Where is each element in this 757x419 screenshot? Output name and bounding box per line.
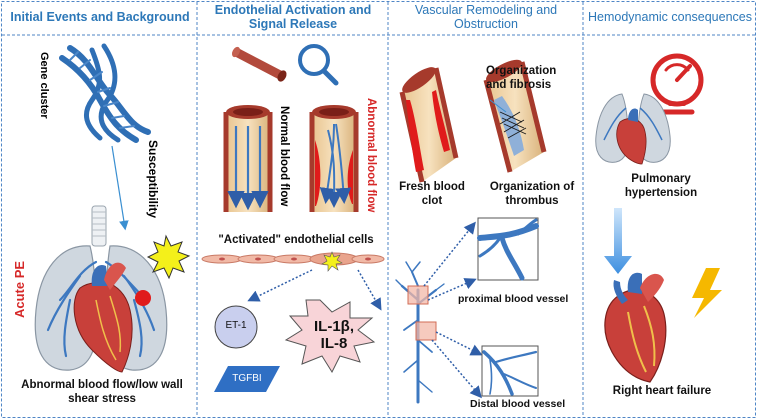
failing-heart-icon bbox=[604, 272, 667, 383]
interleukin-burst bbox=[284, 299, 376, 374]
trachea-icon bbox=[91, 205, 107, 247]
header-vascular-line1: Vascular Remodeling and bbox=[414, 3, 558, 17]
activation-burst-icon bbox=[321, 251, 343, 272]
vessel-fresh-clot bbox=[399, 67, 459, 183]
magnifier-icon bbox=[298, 44, 339, 86]
distal-vessel-label: Distal blood vessel bbox=[470, 398, 566, 410]
header-vascular-remodeling: Vascular Remodeling and Obstruction bbox=[389, 3, 583, 31]
lightning-icon bbox=[692, 268, 722, 318]
tgfbi-marker bbox=[214, 366, 280, 392]
et1-label: ET-1 bbox=[225, 320, 247, 331]
interleukin-line2: IL-8 bbox=[320, 335, 348, 352]
distal-highlight bbox=[415, 321, 437, 341]
col1-caption-line1: Abnormal blood flow/low wall bbox=[21, 379, 183, 391]
fresh-clot-label: Fresh blood clot bbox=[390, 180, 474, 208]
header-initial-events: Initial Events and Background bbox=[10, 10, 190, 24]
vessel-normal-flow bbox=[223, 105, 273, 212]
progression-arrow bbox=[604, 208, 632, 274]
vessel-segment-icon bbox=[231, 46, 287, 82]
lungs-heart-icon bbox=[595, 93, 671, 165]
vessel-abnormal-flow bbox=[309, 105, 359, 212]
embolus-dot bbox=[135, 290, 151, 306]
organized-thrombus-line2: thrombus bbox=[505, 195, 559, 207]
header-hemodynamic: Hemodynamic consequences bbox=[588, 10, 752, 24]
pulmonary-hypertension-line2: hypertension bbox=[624, 187, 698, 199]
pressure-gauge-icon bbox=[650, 53, 704, 115]
dna-helix-icon bbox=[59, 43, 151, 143]
zoom-arrow-proximal-1 bbox=[423, 221, 476, 287]
organization-line1: Organization bbox=[486, 65, 557, 77]
fresh-clot-line1: Fresh blood bbox=[399, 181, 465, 193]
header-endothelial-activation: Endothelial Activation and Signal Releas… bbox=[198, 3, 388, 31]
burst-icon bbox=[146, 234, 191, 280]
header-endothelial-line1: Endothelial Activation and bbox=[214, 3, 372, 17]
et1-marker bbox=[214, 305, 258, 349]
interleukin-label: IL-1β, IL-8 bbox=[306, 318, 362, 352]
proximal-vessel-label: proximal blood vessel bbox=[458, 293, 569, 305]
susceptibility-arrow bbox=[111, 145, 129, 231]
pulmonary-hypertension-line1: Pulmonary bbox=[631, 173, 691, 185]
interleukin-line1: IL-1β, bbox=[314, 318, 354, 335]
susceptibility-label: Susceptibility bbox=[146, 140, 160, 219]
col1-caption: Abnormal blood flow/low wall shear stres… bbox=[10, 378, 194, 406]
col1-caption-line2: shear stress bbox=[68, 393, 136, 405]
header-endothelial-line2: Signal Release bbox=[248, 17, 338, 31]
distal-zoom-box bbox=[481, 345, 539, 397]
zoom-arrow-proximal-2 bbox=[427, 278, 477, 301]
fibrosis-pointer bbox=[489, 99, 507, 113]
arrow-to-et1 bbox=[247, 269, 313, 302]
tgfbi-label: TGFBI bbox=[232, 373, 262, 384]
fresh-clot-line2: clot bbox=[421, 195, 443, 207]
abnormal-flow-label: Abnormal blood flow bbox=[365, 98, 377, 213]
arrow-to-remodeling bbox=[357, 269, 382, 311]
heart-icon bbox=[73, 262, 133, 373]
activated-cells-label: "Activated" endothelial cells bbox=[218, 234, 374, 246]
endothelial-cells bbox=[201, 252, 385, 266]
right-heart-failure-label: Right heart failure bbox=[612, 385, 712, 397]
normal-flow-label: Normal blood flow bbox=[278, 106, 290, 207]
proximal-highlight bbox=[407, 285, 429, 305]
header-vascular-line2: Obstruction bbox=[454, 17, 518, 31]
gene-cluster-label: Gene cluster bbox=[38, 52, 50, 119]
vessel-organized-thrombus bbox=[483, 59, 547, 173]
organization-line2: and fibrosis bbox=[486, 79, 552, 91]
proximal-zoom-box bbox=[477, 217, 539, 281]
organized-thrombus-line1: Organization of bbox=[489, 181, 575, 193]
organized-thrombus-label: Organization of thrombus bbox=[484, 180, 580, 208]
acute-pe-label: Acute PE bbox=[12, 260, 27, 318]
zoom-arrow-distal-1 bbox=[435, 331, 483, 356]
zoom-arrow-distal-2 bbox=[431, 339, 482, 399]
organization-fibrosis-label: Organization and fibrosis bbox=[486, 64, 556, 92]
pulmonary-hypertension-label: Pulmonary hypertension bbox=[596, 172, 726, 200]
